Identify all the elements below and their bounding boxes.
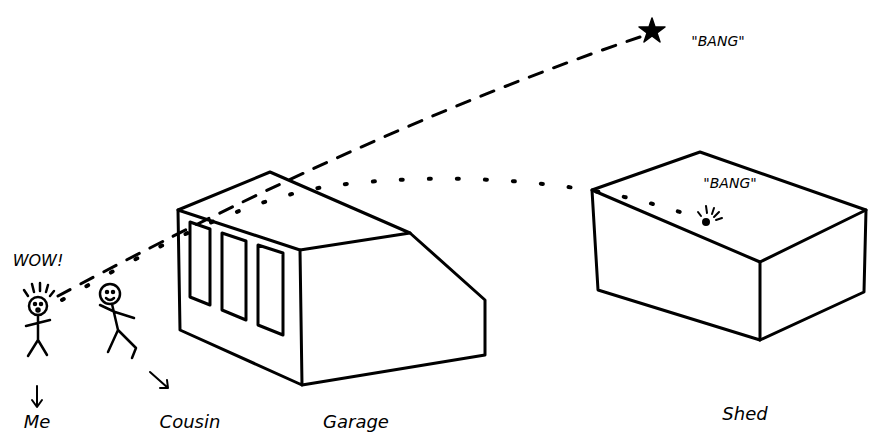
dashed-trajectory: [58, 37, 640, 296]
building-label: Shed: [722, 404, 767, 424]
bang-label: "BANG": [703, 176, 756, 191]
impact-mark: [698, 206, 722, 225]
building-label: Garage: [323, 412, 389, 432]
exclamation-label: WOW!: [13, 252, 64, 270]
person-label: Me: [24, 412, 51, 432]
cousin-figure: [100, 284, 168, 388]
shed-drawing: [592, 152, 866, 340]
garage-drawing: [178, 172, 485, 385]
person-label: Cousin: [160, 412, 221, 432]
bang-label: "BANG": [691, 34, 744, 49]
firework-star: [639, 18, 665, 42]
me-figure: [24, 283, 54, 407]
